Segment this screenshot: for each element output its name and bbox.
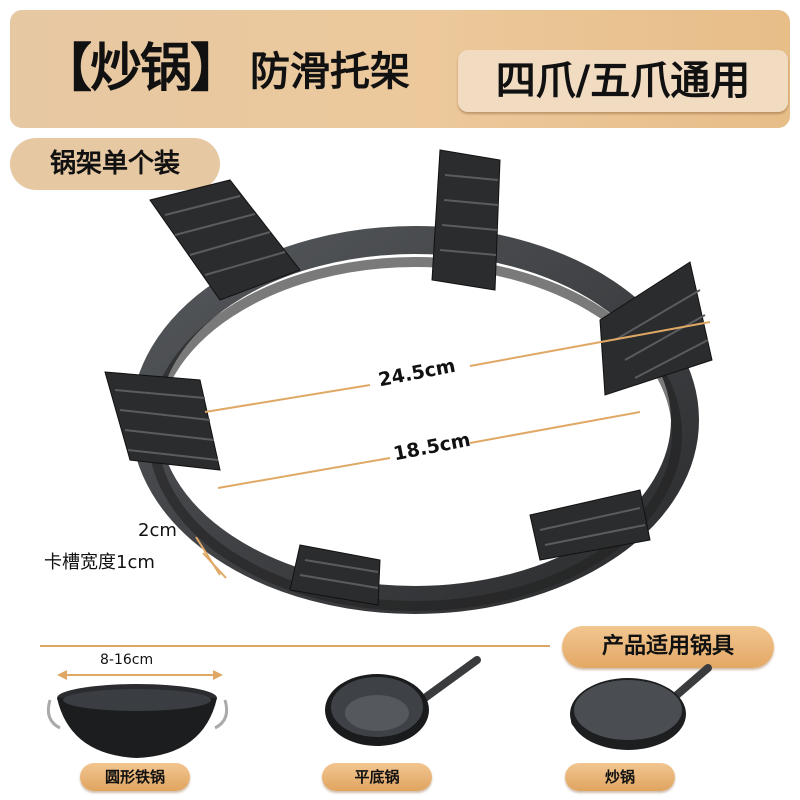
header-banner: 【炒锅】 防滑托架 四爪/五爪通用 xyxy=(10,10,790,128)
round-iron-wok-image xyxy=(46,684,229,758)
package-badge: 锅架单个装 xyxy=(10,138,220,190)
compatibility-badge: 四爪/五爪通用 xyxy=(458,50,788,112)
wok-rack-image xyxy=(104,149,713,614)
applicable-cookware-title: 产品适用锅具 xyxy=(562,626,774,668)
height-label: 2cm xyxy=(138,520,177,541)
size-arrow-icon xyxy=(57,670,223,680)
cookware-caption-frying-pan: 平底锅 xyxy=(322,763,432,791)
cookware-caption-wok: 炒锅 xyxy=(565,763,675,791)
size-range-label: 8-16cm xyxy=(100,652,154,668)
wok-image xyxy=(570,664,712,750)
product-title: 【炒锅】 xyxy=(40,39,242,99)
slot-width-label: 卡槽宽度1cm xyxy=(44,552,155,573)
section-divider xyxy=(40,645,550,647)
frying-pan-image xyxy=(325,656,481,746)
product-subtitle: 防滑托架 xyxy=(250,49,410,95)
cookware-caption-round-wok: 圆形铁锅 xyxy=(80,763,190,791)
